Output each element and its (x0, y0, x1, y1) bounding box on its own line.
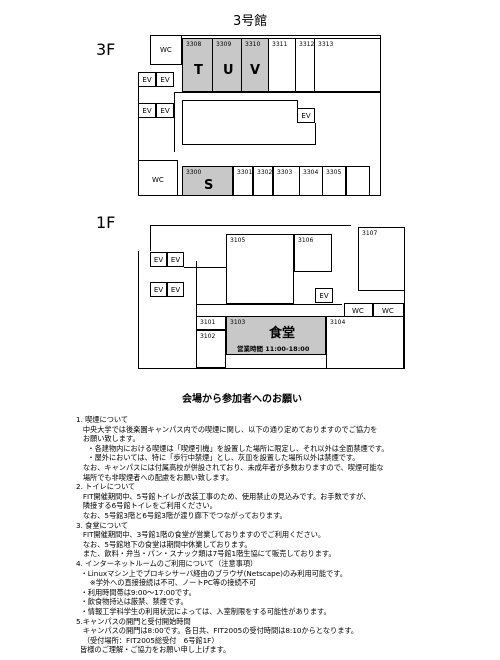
restroom: WC (138, 160, 178, 196)
notice-line: FIT開催期間中、3号館1階の食堂が営業しておりますのでご利用ください。 (76, 530, 326, 540)
elevator: EV (167, 282, 184, 297)
notice-line: 隣接する6号館トイレをご利用ください。 (76, 501, 217, 511)
building-title: 3号館 (233, 14, 268, 29)
elevator: EV (150, 282, 167, 297)
notice-line: 2. トイレについて (76, 482, 136, 492)
floor-3-label: 3F (96, 40, 116, 59)
room (346, 166, 370, 196)
room-3300: 3300 S (182, 166, 233, 196)
room-3305: 3305 (322, 166, 346, 196)
notice-line: ・各建物内における喫煙は「喫煙引機」を設置した場所に限定し、それ以外は全面禁煙で… (76, 443, 389, 453)
elevator: EV (167, 252, 184, 267)
notice-line: ・飲食物持込は厳禁、禁煙です。 (76, 597, 188, 607)
room-3313: 3313 (314, 38, 381, 92)
room-3105: 3105 (226, 234, 294, 304)
elevator: EV (156, 72, 174, 87)
room-3310: 3310 V (241, 38, 269, 92)
notice-line: なお、5号館地下の食堂は期間中休業しております。 (76, 539, 252, 549)
room-3102: 3102 (196, 330, 226, 368)
notice-line: 3. 食堂について (76, 520, 129, 530)
notice-line: ・屋外においては、特に「歩行中禁煙」とし、灰皿を設置した場所以外は禁煙です。 (76, 453, 360, 463)
elevator: EV (150, 252, 167, 267)
closing-text: 皆様のご理解・ご協力をお願い申し上げます。 (80, 645, 231, 654)
notice-line: FIT開催期間中、5号館トイレが改装工事のため、使用禁止の見込みです。お手数です… (76, 491, 371, 501)
room-3312: 3312 (295, 38, 315, 92)
wc-label: WC (160, 46, 172, 54)
notice-line: また、飲料・弁当・パン・スナック類は7号館1階生協にて販売しております。 (76, 549, 336, 559)
notice-heading: 会場から参加者へのお願い (182, 394, 302, 405)
notice-line: ・利用時間帯は9:00〜17:00です。 (76, 587, 196, 597)
room-3303: 3303 (273, 166, 300, 196)
elevator: EV (297, 108, 315, 123)
room-3101: 3101 (196, 316, 226, 330)
restroom: WC (150, 35, 182, 65)
notice-line: 4. インターネットルームのご利用について（注意事項） (76, 559, 258, 568)
cafeteria-hours: 営業時間 11:00-18:00 (237, 345, 310, 353)
notice-line: 場所でも非喫煙者への配慮をお願い致します。 (76, 472, 234, 482)
room-3107: 3107 (358, 227, 405, 291)
room-3311: 3311 (268, 38, 296, 92)
notice-line: 中央大学では後楽園キャンパス内での喫煙に関し、以下の通り定めておりますのでご協力… (76, 424, 378, 434)
room-3309: 3309 U (212, 38, 242, 92)
room-3304: 3304 (299, 166, 323, 196)
notice-line: 5.キャンパスの開門と受付開始時間 (76, 616, 191, 626)
notice-line: なお、5号館3階と6号館3階が渡り廊下でつながっております。 (76, 511, 287, 520)
room-3104: 3104 (326, 316, 404, 369)
notice-line: ※学外への直接接続は不可、ノートPC等の接続不可 (76, 578, 257, 588)
elevator: EV (138, 103, 156, 118)
cafeteria-name: 食堂 (269, 326, 296, 341)
notice-line: 1. 喫煙について (76, 415, 129, 424)
notice-line: なお、キャンパスには付属高校が併設されており、未成年者が多数おりますので、喫煙可… (76, 463, 384, 472)
room-3302: 3302 (253, 166, 273, 196)
restroom: WC (344, 303, 373, 317)
notice-line: ・情報工学科学生の利用状況によっては、入室制限をする可能性があります。 (76, 607, 331, 616)
notice-line: （受付場所：FIT2005総受付 6号館1F） (76, 635, 219, 645)
elevator: EV (315, 288, 333, 303)
room-3301: 3301 (233, 166, 253, 196)
cafeteria: 3103 食堂 営業時間 11:00-18:00 (226, 316, 326, 355)
floor-1-label: 1F (96, 213, 116, 232)
restroom: WC (373, 303, 404, 317)
notice-line: キャンパスの開門は8:00です。各日共、FIT2005の受付時間は8:10からと… (76, 626, 359, 636)
elevator: EV (138, 72, 156, 87)
notice-line: ・Linuxマシン上でプロキシサーバ経由のブラウザ(Netscape)のみ利用可… (76, 568, 347, 578)
elevator: EV (156, 103, 174, 118)
notice-line: お願い致します。 (76, 434, 140, 444)
room-3106: 3106 (294, 234, 332, 272)
room-3308: 3308 T (182, 38, 213, 92)
